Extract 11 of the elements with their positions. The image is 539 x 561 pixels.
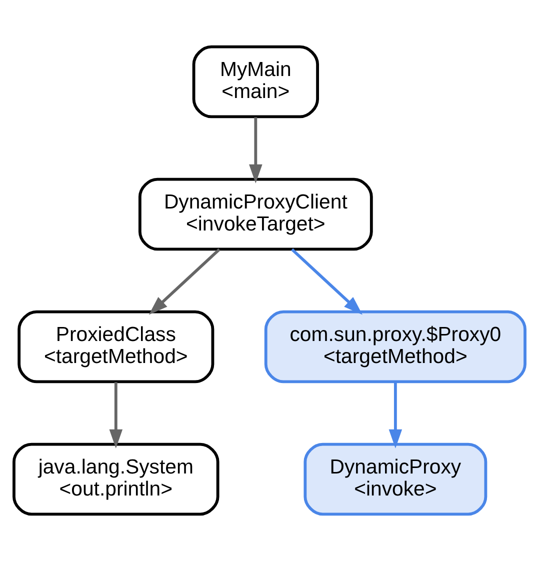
arrow (388, 382, 402, 448)
node-box: ProxiedClass <targetMethod> (18, 310, 214, 384)
node-box: com.sun.proxy.$Proxy0 <targetMethod> (264, 310, 526, 384)
arrow (249, 117, 262, 184)
node-box: MyMain <main> (192, 45, 319, 118)
arrow (148, 248, 220, 315)
node-box: DynamicProxyClient <invokeTarget> (138, 178, 373, 251)
arrow (109, 382, 123, 448)
arrow (291, 248, 362, 315)
node-box: java.lang.System <out.println> (12, 442, 220, 516)
node-box: DynamicProxy <invoke> (304, 442, 488, 516)
